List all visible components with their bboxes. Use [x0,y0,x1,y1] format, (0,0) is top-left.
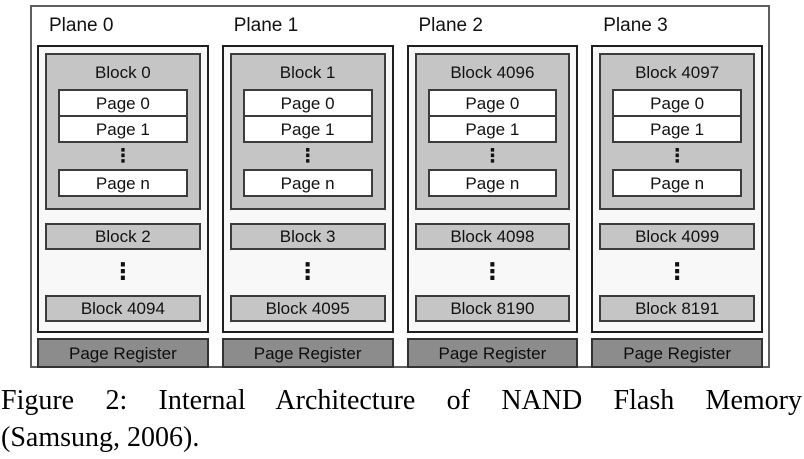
plane-box: Block 1 Page 0 Page 1 ⋮ Page n Block 3 ⋮… [221,45,394,333]
plane-label: Plane 0 [49,15,114,36]
plane-column-3: Plane 3 Block 4097 Page 0 Page 1 ⋮ Page … [591,12,763,368]
vertical-ellipsis-icon: ⋮ [111,259,135,285]
page-row: Page n [242,169,373,197]
caption-line-1: Figure 2: Internal Architecture of NAND … [1,385,802,416]
vertical-ellipsis-icon: ⋮ [667,145,687,167]
page-register: Page Register [591,338,763,368]
plane-column-2: Plane 2 Block 4096 Page 0 Page 1 ⋮ Page … [406,12,579,368]
plane-box: Block 4097 Page 0 Page 1 ⋮ Page n Block … [591,45,763,333]
vertical-ellipsis-icon: ⋮ [113,145,133,167]
plane-label: Plane 1 [233,15,299,36]
plane-column-0: Plane 0 Block 0 Page 0 Page 1 ⋮ Page n B… [37,12,209,368]
block-bar: Block 2 [45,223,201,250]
planes-row: Plane 0 Block 0 Page 0 Page 1 ⋮ Page n B… [37,12,763,368]
block-title: Block 1 [279,63,336,82]
block-title: Block 4096 [450,63,535,82]
plane-column-1: Plane 1 Block 1 Page 0 Page 1 ⋮ Page n B… [221,12,394,368]
block-bar: Block 3 [229,223,386,250]
block-title: Block 0 [95,63,151,82]
page-register: Page Register [37,338,209,368]
block-with-pages: Block 1 Page 0 Page 1 ⋮ Page n [229,53,386,210]
plane-box: Block 0 Page 0 Page 1 ⋮ Page n Block 2 ⋮… [37,45,209,333]
caption-line-2: (Samsung, 2006). [1,422,200,453]
page-row: Page 1 [612,115,742,143]
block-bar: Block 4095 [229,295,386,322]
page-register: Page Register [221,338,394,368]
vertical-ellipsis-icon: ⋮ [665,259,689,285]
page-row: Page 0 [242,89,373,117]
page-row: Page 1 [58,115,188,143]
page-register: Page Register [406,338,579,368]
page-row: Page 0 [58,89,188,117]
vertical-ellipsis-icon: ⋮ [296,259,320,285]
vertical-ellipsis-icon: ⋮ [480,259,504,285]
vertical-ellipsis-icon: ⋮ [482,145,502,167]
block-title: Block 4097 [635,63,720,82]
plane-box: Block 4096 Page 0 Page 1 ⋮ Page n Block … [406,45,579,333]
block-bar: Block 4099 [599,223,755,250]
nand-chip-container: Plane 0 Block 0 Page 0 Page 1 ⋮ Page n B… [30,5,770,368]
block-bar: Block 8191 [599,295,755,322]
block-bar: Block 4098 [414,223,571,250]
page-row: Page n [612,169,742,197]
page-row: Page n [58,169,188,197]
block-with-pages: Block 4096 Page 0 Page 1 ⋮ Page n [414,53,571,210]
page-row: Page 0 [427,89,558,117]
plane-label: Plane 2 [418,15,483,36]
plane-label: Plane 3 [603,15,668,36]
block-bar: Block 8190 [414,295,571,322]
page-row: Page 1 [242,115,373,143]
page-row: Page 0 [612,89,742,117]
block-with-pages: Block 4097 Page 0 Page 1 ⋮ Page n [599,53,755,210]
page-row: Page n [427,169,558,197]
page-row: Page 1 [427,115,558,143]
figure-caption: Figure 2: Internal Architecture of NAND … [1,382,802,456]
block-with-pages: Block 0 Page 0 Page 1 ⋮ Page n [45,53,201,210]
block-bar: Block 4094 [45,295,201,322]
vertical-ellipsis-icon: ⋮ [298,145,318,167]
